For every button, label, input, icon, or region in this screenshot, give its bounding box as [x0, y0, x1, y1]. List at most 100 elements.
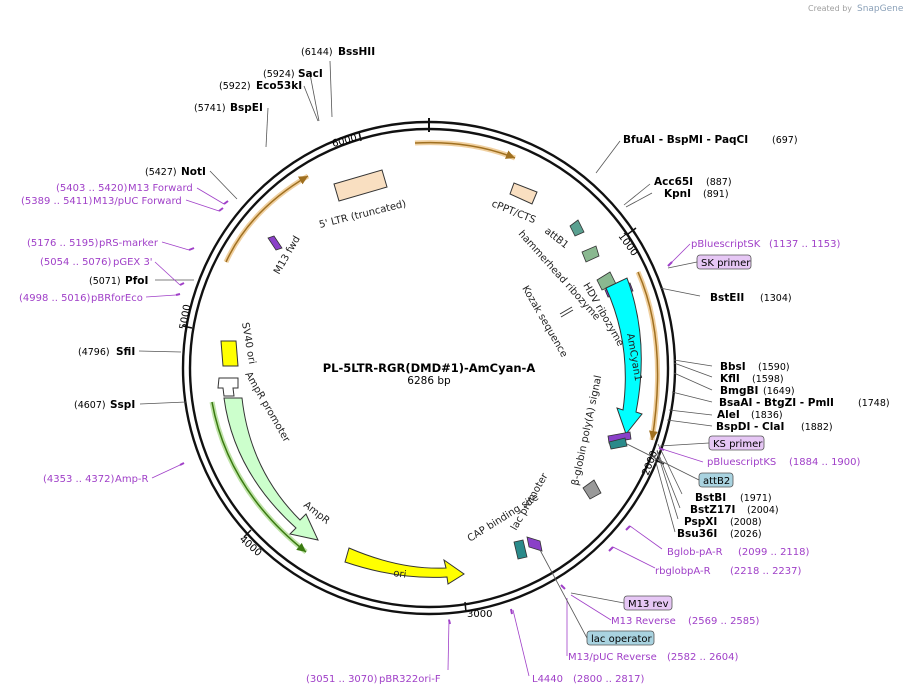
- site-pfoi: PfoI: [125, 275, 148, 287]
- bglobin-feature: [607, 431, 632, 444]
- site-bstbi: BstBI: [695, 492, 726, 504]
- attb1-label: attB1: [542, 226, 570, 251]
- site-sspi-pos: (4607): [74, 400, 106, 411]
- lac-operator-label: lac operator: [591, 634, 652, 645]
- tick-2000: 2000: [641, 449, 661, 477]
- site-alei-pos: (1836): [751, 410, 783, 421]
- primer-m13-forward: M13 Forward: [128, 183, 193, 194]
- ori-label: ori: [393, 568, 407, 581]
- site-pspxi-pos: (2008): [730, 517, 762, 528]
- site-pfoi-pos: (5071): [89, 276, 121, 287]
- site-bmgbi-pos: (1649): [763, 386, 795, 397]
- primer-pbluescriptsk: pBluescriptSK: [691, 239, 761, 250]
- features: [217, 169, 643, 585]
- site-bsshii: BssHII: [338, 46, 375, 58]
- hammerhead-feature: [581, 245, 600, 263]
- primer-rbglobpa-r-pos: (2218 .. 2237): [730, 566, 802, 577]
- bglobin-label: β-globin poly(A) signal: [570, 374, 604, 486]
- boxed-leaders: [539, 261, 710, 639]
- sv40-feature: [220, 340, 239, 367]
- site-bstz17i: BstZ17I: [690, 504, 735, 516]
- primer-m13puc-forward: M13/pUC Forward: [93, 196, 182, 207]
- primers-right: pBluescriptSK (1137 .. 1153) pBluescript…: [568, 239, 861, 663]
- primer-pgex3-pos: (5054 .. 5076): [40, 257, 112, 268]
- attb1-feature: [569, 219, 585, 237]
- boxed-labels: SK primer KS primer attB2 M13 rev lac op…: [586, 254, 765, 646]
- site-saci-pos: (5924): [263, 69, 295, 80]
- primer-m13puc-reverse-pos: (2582 .. 2604): [667, 652, 739, 663]
- ampr-promoter-label: AmpR promoter: [242, 370, 292, 445]
- site-bsteii: BstEII: [710, 292, 744, 304]
- primer-pgex3: pGEX 3': [113, 257, 153, 268]
- orange-arcs: [223, 140, 661, 441]
- ampr-promoter-feature: [217, 377, 239, 397]
- tick-6000: 6000: [331, 133, 358, 150]
- primer-pbr322ori-f-pos: (3051 .. 3070): [306, 674, 378, 685]
- m13-rev-label: M13 rev: [628, 599, 669, 610]
- sk-primer-label: SK primer: [701, 258, 751, 269]
- site-bspdi: BspDI - ClaI: [716, 421, 784, 433]
- primer-m13-reverse: M13 Reverse: [611, 616, 676, 627]
- site-bsaai: BsaAI - BtgZI - PmlI: [719, 397, 834, 409]
- sv40-label: SV40 ori: [239, 322, 257, 365]
- site-sfii-pos: (4796): [78, 347, 110, 358]
- ks-primer-label: KS primer: [713, 439, 763, 450]
- primer-bglob-pa-r: Bglob-pA-R: [667, 547, 723, 558]
- primer-pbrforeco: pBRforEco: [91, 293, 143, 304]
- site-alei: AleI: [717, 409, 740, 421]
- site-bspdi-pos: (1882): [801, 422, 833, 433]
- m13-fwd-feature: [267, 235, 283, 251]
- ampr-feature: [223, 397, 319, 541]
- site-bsu36i-pos: (2026): [730, 529, 762, 540]
- site-bmgbi: BmgBI: [720, 385, 758, 397]
- lac-operator-feature: [526, 536, 543, 552]
- sites-right: BfuAI - BspMI - PaqCI (697) Acc65I (887)…: [623, 134, 890, 540]
- site-bfuai: BfuAI - BspMI - PaqCI: [623, 134, 748, 146]
- site-eco53ki-pos: (5922): [219, 81, 251, 92]
- tick-3000: 3000: [467, 609, 492, 620]
- primer-m13-forward-pos: (5403 .. 5420): [56, 183, 128, 194]
- site-bstz17i-pos: (2004): [747, 505, 779, 516]
- site-eco53ki: Eco53kI: [256, 80, 302, 92]
- attb2-feature: [608, 437, 628, 450]
- site-bsu36i: Bsu36I: [677, 528, 717, 540]
- site-bsteii-pos: (1304): [760, 293, 792, 304]
- plasmid-size: 6286 bp: [407, 375, 451, 387]
- primer-pbrforeco-pos: (4998 .. 5016): [19, 293, 91, 304]
- ampr-outer-arrow: [211, 401, 307, 553]
- primer-bglob-pa-r-pos: (2099 .. 2118): [738, 547, 810, 558]
- site-saci: SacI: [298, 68, 323, 80]
- cap-site-feature: [513, 539, 528, 560]
- site-kpni: KpnI: [664, 188, 691, 200]
- primer-ticks: [175, 200, 673, 625]
- site-sspi: SspI: [110, 399, 135, 411]
- primers-bottom: (3051 .. 3070) pBR322ori-F L4440 (2800 .…: [306, 674, 645, 685]
- primer-leaders: [145, 187, 704, 677]
- ltr-label: 5' LTR (truncated): [318, 199, 407, 231]
- primer-pbluescriptsk-pos: (1137 .. 1153): [769, 239, 841, 250]
- primer-amp-r: Amp-R: [115, 474, 149, 485]
- sites-left: (6144) BssHII (5924) SacI (5922) Eco53kI…: [74, 46, 375, 411]
- site-kfli: KflI: [720, 373, 740, 385]
- site-noti-pos: (5427): [145, 167, 177, 178]
- amcyan-feature: [605, 277, 643, 436]
- primer-m13puc-forward-pos: (5389 .. 5411): [21, 196, 93, 207]
- site-kfli-pos: (1598): [752, 374, 784, 385]
- site-bbsi: BbsI: [720, 361, 746, 373]
- attb2-label: attB2: [703, 476, 730, 487]
- cppt-feature: [509, 182, 538, 205]
- site-bbsi-pos: (1590): [758, 362, 790, 373]
- site-pspxi: PspXI: [684, 516, 717, 528]
- site-bsaai-pos: (1748): [858, 398, 890, 409]
- site-acc65i: Acc65I: [654, 176, 693, 188]
- created-by-label: Created by: [808, 4, 852, 13]
- site-bfuai-pos: (697): [772, 135, 798, 146]
- site-sfii: SfiI: [116, 346, 135, 358]
- primer-rbglobpa-r: rbglobpA-R: [655, 566, 711, 577]
- primer-l4440-pos: (2800 .. 2817): [573, 674, 645, 685]
- primer-pbluescriptks: pBluescriptKS: [707, 457, 776, 468]
- bglobin-pa-feature: [582, 479, 602, 500]
- primer-pbluescriptks-pos: (1884 .. 1900): [789, 457, 861, 468]
- primer-amp-r-pos: (4353 .. 4372): [43, 474, 115, 485]
- primer-prs-marker: pRS-marker: [99, 238, 159, 249]
